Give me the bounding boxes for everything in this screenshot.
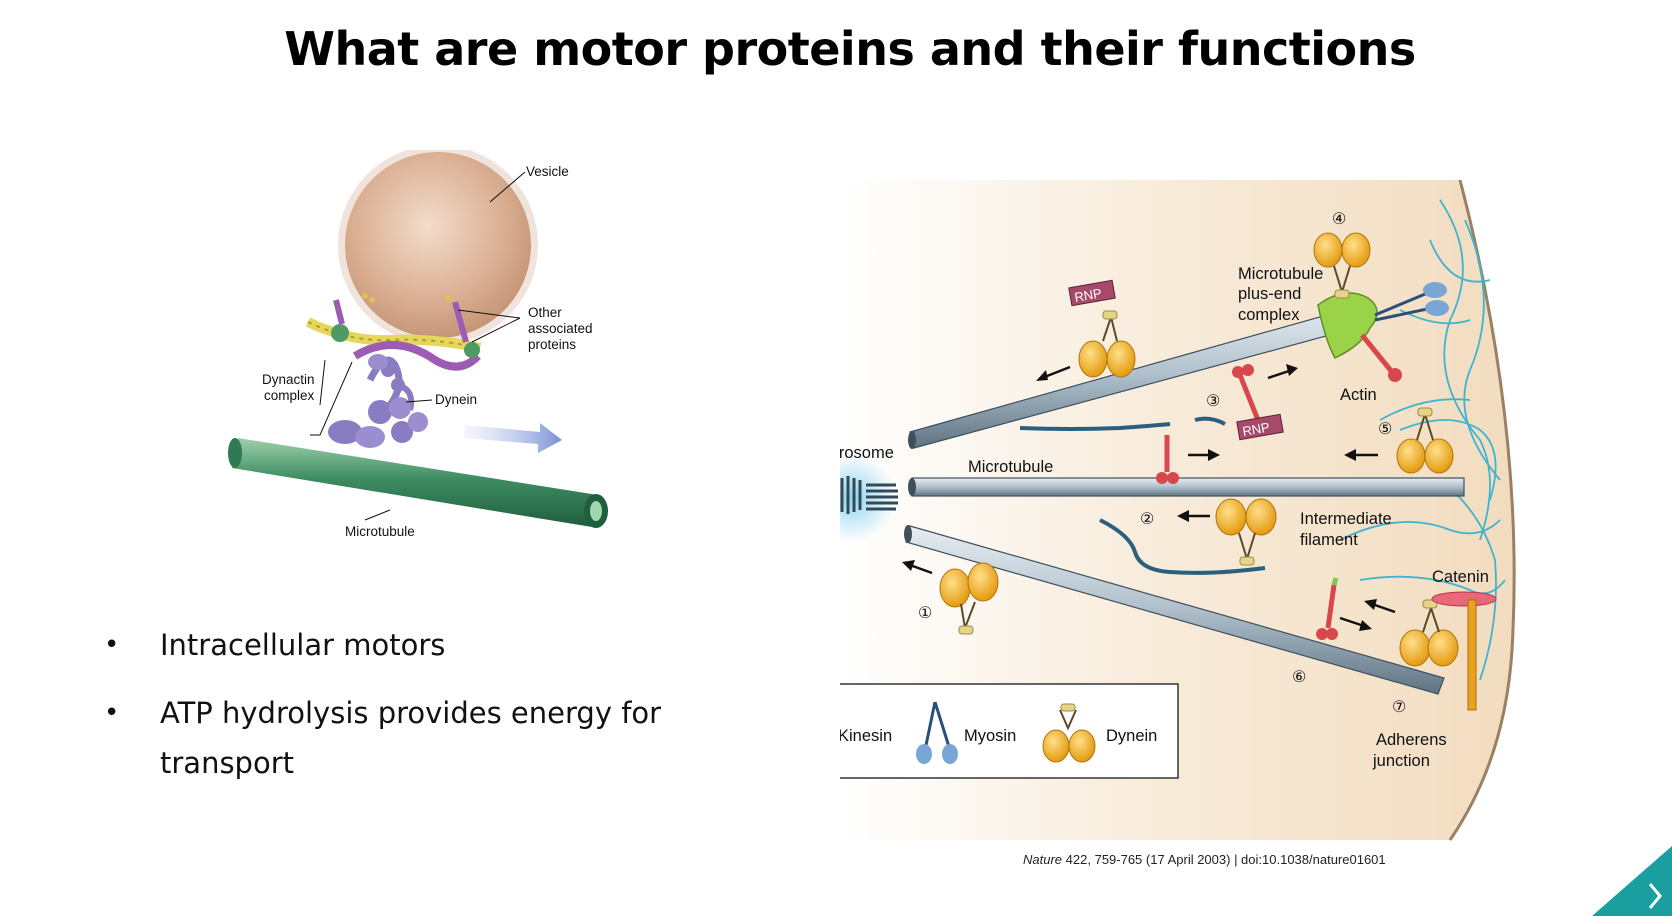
intermediate-filament-label-line1: Intermediate	[1300, 510, 1392, 528]
rnp-box-upper: RNP	[1068, 279, 1116, 307]
kinesin-motor-plus-end	[1360, 333, 1402, 382]
next-slide-button[interactable]	[1592, 846, 1672, 916]
kinesin-motor-3	[1232, 364, 1261, 421]
myosin-motor-shape	[1374, 282, 1449, 322]
dynactin-label-line2: complex	[264, 388, 315, 403]
citation-journal: Nature	[1023, 852, 1063, 867]
legend-dynein-icon	[1042, 703, 1096, 763]
citation: Nature 422, 759-765 (17 April 2003) | do…	[1023, 852, 1386, 867]
plus-end-label-line2: plus-end	[1238, 285, 1301, 303]
vesicle-label: Vesicle	[526, 164, 569, 179]
legend-box: Kinesin Myosin Dynein	[840, 683, 1179, 779]
plus-end-label-line1: Microtubule	[1238, 265, 1323, 283]
plus-end-complex-shape	[1317, 292, 1378, 359]
right-figure-cell-motors: Centrosome Microtubule	[840, 180, 1516, 841]
centrosome-shape	[840, 454, 898, 542]
microtubule-label-left: Microtubule	[345, 524, 415, 539]
bullet-list: • Intracellular motors • ATP hydrolysis pr…	[100, 620, 740, 806]
dynein-motor-4	[1313, 232, 1371, 299]
dynein-motor-5	[1396, 407, 1454, 474]
catenin-shape	[1431, 591, 1497, 607]
number-7: ⑦	[1392, 699, 1406, 716]
kinesin-motor-6	[1316, 577, 1339, 640]
direction-arrows	[902, 364, 1396, 631]
number-6: ⑥	[1292, 669, 1306, 686]
dynein-motor-7	[1399, 599, 1459, 667]
bullet-dot: •	[104, 630, 120, 660]
legend-kinesin-label: Kinesin	[840, 727, 892, 745]
actin-filaments-shape	[1339, 199, 1506, 681]
intermediate-filament-label-line2: filament	[1300, 531, 1358, 549]
left-microtubule-shape	[228, 438, 608, 528]
number-5: ⑤	[1378, 421, 1392, 438]
rnp-label-upper: RNP	[1073, 285, 1103, 305]
bullet-text: ATP hydrolysis provides energy for trans…	[160, 696, 662, 780]
transport-direction-arrow	[464, 423, 562, 453]
adherens-junction-label-line1: Adherens	[1376, 731, 1447, 749]
left-figure-dynein-vesicle: Vesicle Microtubule Dynein	[228, 150, 608, 539]
centrosome-label: Centrosome	[840, 444, 894, 462]
other-proteins-label-line2: associated	[528, 321, 593, 336]
slide-title: What are motor proteins and their functi…	[284, 22, 1416, 76]
dynein-motor-rnp	[1078, 310, 1136, 378]
dynein-motor-2	[1215, 498, 1277, 566]
dynactin-complex-shape	[305, 293, 482, 371]
next-slide-chevron-icon	[1648, 883, 1662, 909]
citation-details: , 759-765 (17 April 2003) | doi:10.1038/…	[1087, 852, 1386, 867]
other-proteins-label-line3: proteins	[528, 337, 576, 352]
dynactin-label-line1: Dynactin	[262, 372, 315, 387]
bullet-item: • Intracellular motors	[100, 620, 740, 670]
rnp-box-lower: RNP	[1236, 413, 1284, 441]
intermediate-filaments-shape	[1019, 416, 1266, 575]
microtubule-label-right: Microtubule	[968, 458, 1053, 476]
dynein-motor-1	[939, 562, 999, 635]
microtubule-middle-shape	[908, 477, 1465, 497]
kinesin-motor-middle	[1156, 435, 1179, 484]
catenin-label: Catenin	[1432, 568, 1489, 586]
citation-volume: 422	[1065, 852, 1088, 867]
plus-end-label-line3: complex	[1238, 306, 1300, 324]
microtubule-lower-shape	[904, 525, 1445, 695]
legend-dynein-label: Dynein	[1106, 727, 1157, 745]
dynein-motor-shape	[328, 356, 428, 448]
rnp-label-lower: RNP	[1241, 419, 1271, 439]
other-proteins-label-line1: Other	[528, 305, 562, 320]
number-1: ①	[918, 605, 932, 622]
adherens-junction-label-line2: junction	[1372, 752, 1430, 770]
legend-myosin-label: Myosin	[964, 727, 1016, 745]
number-4: ④	[1332, 211, 1346, 228]
bullet-text: Intracellular motors	[160, 628, 446, 662]
legend-myosin-icon	[916, 701, 958, 764]
actin-label: Actin	[1340, 386, 1377, 404]
adherens-junction-shape	[1467, 599, 1477, 711]
bullet-item: • ATP hydrolysis provides energy for tran…	[100, 688, 740, 788]
number-2: ②	[1140, 511, 1154, 528]
bullet-dot: •	[104, 698, 120, 728]
dynein-label-left: Dynein	[435, 392, 477, 407]
number-3: ③	[1206, 393, 1220, 410]
